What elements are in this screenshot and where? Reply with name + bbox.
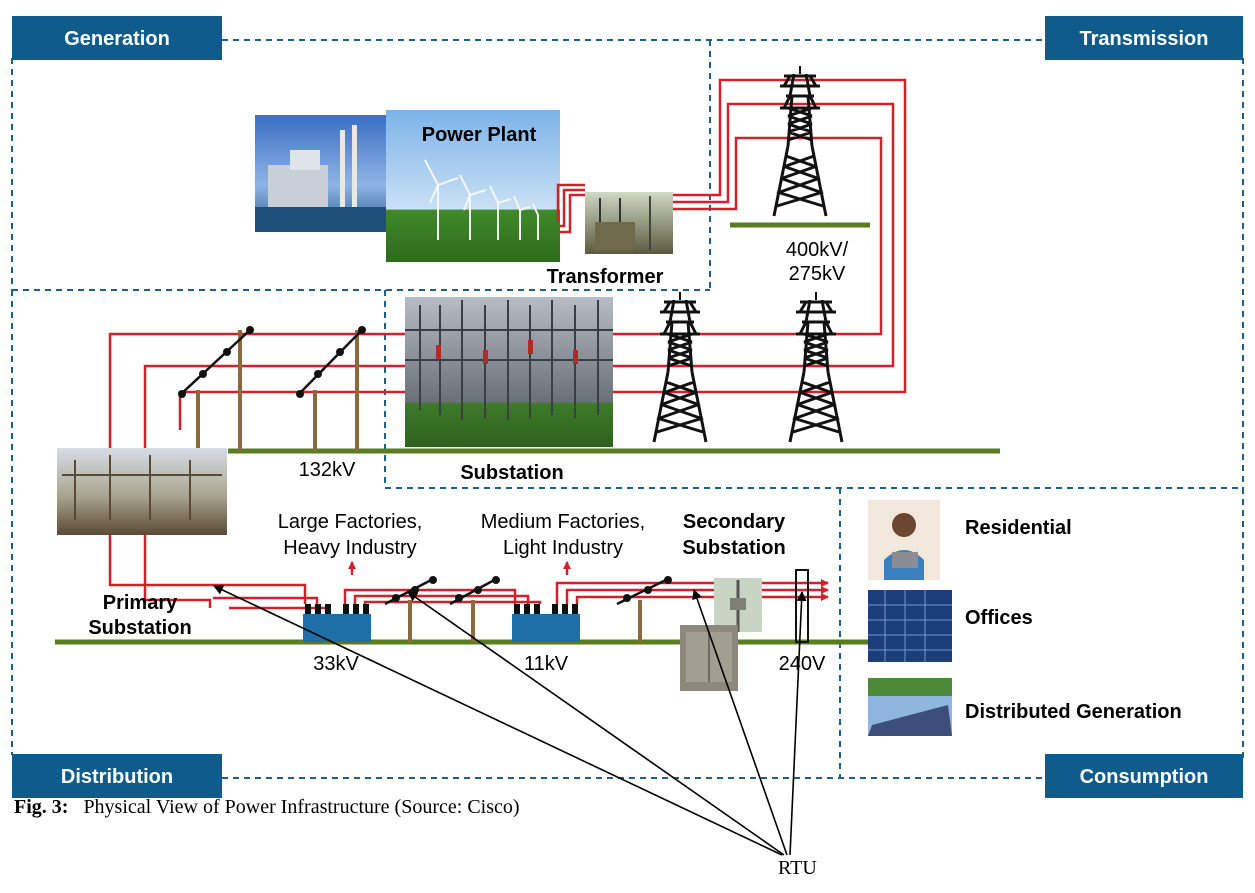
transmission-voltage-label-2: 275kV <box>789 263 846 285</box>
transmission-voltage-label: 400kV/ <box>786 239 849 261</box>
power-plant-label: Power Plant <box>422 124 537 146</box>
substation-label: Substation <box>460 462 563 484</box>
poles-distribution <box>384 576 672 642</box>
large-factories-label: Large Factories, <box>278 511 423 533</box>
ground-box-photo <box>680 625 738 691</box>
voltage-132kv-label: 132kV <box>299 459 356 481</box>
primary-substation-label: Primary <box>103 592 178 614</box>
region-borders <box>11 39 1244 779</box>
header-generation: Generation <box>12 16 222 60</box>
figure-caption: Fig. 3: Physical View of Power Infrastru… <box>14 796 520 819</box>
voltage-240v-label: 240V <box>779 653 826 675</box>
figure-caption-text: Physical View of Power Infrastructure (S… <box>83 796 520 818</box>
header-distribution: Distribution <box>12 754 222 798</box>
rtu-arrows <box>213 585 807 856</box>
medium-factories-label-2: Light Industry <box>503 537 623 559</box>
header-consumption: Consumption <box>1045 754 1243 798</box>
pole-240v <box>795 569 809 643</box>
consumption-residential: Residential <box>965 517 1072 539</box>
header-transmission: Transmission <box>1045 16 1243 60</box>
consumption-offices: Offices <box>965 607 1033 629</box>
wind-farm-photo <box>386 110 560 262</box>
residential-photo <box>868 500 940 580</box>
secondary-substation-label: Secondary <box>683 511 786 533</box>
primary-substation-label-2: Substation <box>88 617 191 639</box>
transformer-photo <box>585 192 673 254</box>
large-factories-label-2: Heavy Industry <box>283 537 416 559</box>
consumption-distributed-generation: Distributed Generation <box>965 701 1182 723</box>
secondary-substation-label-2: Substation <box>682 537 785 559</box>
voltage-33kv-label: 33kV <box>313 653 359 675</box>
tower-icon <box>772 64 828 218</box>
transformer-33kv <box>303 604 371 642</box>
header-consumption-label: Consumption <box>1080 766 1209 788</box>
offices-photo <box>868 590 952 662</box>
header-distribution-label: Distribution <box>61 766 173 788</box>
header-generation-label: Generation <box>64 28 170 50</box>
figure-caption-prefix: Fig. 3: <box>14 796 69 818</box>
pole-transformer-photo <box>714 578 762 632</box>
poles-132kv <box>178 326 366 451</box>
primary-substation-photo <box>57 448 227 535</box>
solar-photo <box>868 678 952 736</box>
substation-photo <box>405 297 613 447</box>
transformer-11kv <box>512 604 580 642</box>
transformer-label: Transformer <box>547 266 664 288</box>
rtu-label: RTU <box>778 857 817 879</box>
header-transmission-label: Transmission <box>1080 28 1209 50</box>
medium-factories-label: Medium Factories, <box>481 511 646 533</box>
voltage-11kv-label: 11kV <box>524 653 569 675</box>
